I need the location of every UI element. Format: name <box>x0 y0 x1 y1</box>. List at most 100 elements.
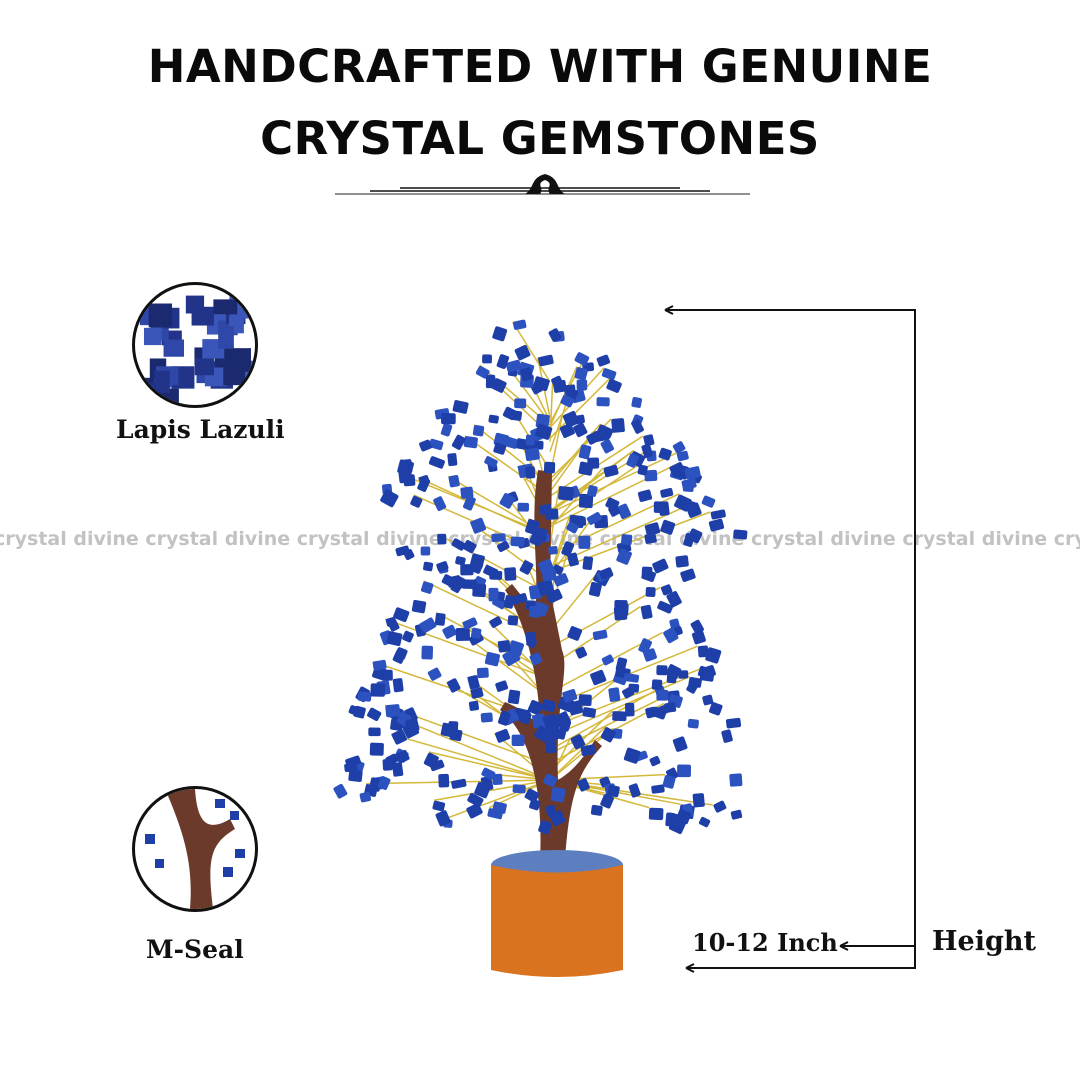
stone-chip <box>370 683 386 697</box>
stone-chip <box>433 496 447 511</box>
stone-chip <box>357 691 372 702</box>
stone-chip <box>586 512 602 525</box>
stone-chip <box>441 574 455 587</box>
stone-chip <box>575 646 588 659</box>
heading-line-2: CRYSTAL GEMSTONES <box>260 112 820 165</box>
stone-chip <box>497 710 511 726</box>
stone-chip <box>665 812 676 827</box>
stone-chip <box>578 493 594 509</box>
stone-chip <box>511 734 525 747</box>
stone-chip <box>601 368 617 380</box>
stone-chip <box>663 627 679 644</box>
stone-chip <box>524 788 540 803</box>
stone-chip <box>559 719 572 732</box>
stone-chip <box>534 725 552 743</box>
stone-chip <box>582 556 594 571</box>
stone-chip <box>451 434 466 450</box>
stone-chip <box>460 486 474 499</box>
stone-chip <box>592 629 608 641</box>
stone-chip <box>559 423 575 438</box>
stone-chip <box>392 762 404 777</box>
stone-chip <box>643 434 655 447</box>
stone-chip <box>644 522 661 536</box>
stone-chip <box>641 569 656 583</box>
stone-chip <box>213 299 238 315</box>
stone-chip <box>588 581 602 597</box>
stone-chip <box>440 722 454 737</box>
stone-chip <box>403 474 416 487</box>
stone-chip <box>618 603 629 616</box>
stone-chip <box>405 718 420 733</box>
stone-chip <box>578 535 591 549</box>
stone-chip <box>480 776 494 791</box>
stone-chip <box>491 533 506 542</box>
stone-chip <box>497 640 511 653</box>
stone-chip <box>525 434 536 446</box>
stone-chip <box>518 710 532 725</box>
stone-chip <box>496 354 510 369</box>
stone-chip <box>499 493 515 509</box>
stone-chip <box>452 400 469 414</box>
stone-chip <box>442 624 457 639</box>
stone-chip <box>644 533 657 544</box>
stone-chip <box>644 469 658 482</box>
stone-chip <box>451 538 466 551</box>
stone-chip <box>676 450 689 462</box>
stone-chip <box>507 615 519 626</box>
stone-chip <box>503 595 515 609</box>
stone-chip <box>436 561 449 572</box>
stone-chip <box>447 678 461 693</box>
stone-chip <box>701 495 716 508</box>
stone-chip <box>637 464 648 476</box>
stone-chip <box>519 560 534 575</box>
stone-chip <box>392 678 404 693</box>
stone-chip <box>359 791 372 803</box>
stone-chip <box>380 489 399 508</box>
stone-chip <box>620 534 633 546</box>
stone-chip <box>395 647 408 660</box>
stone-chip <box>699 671 715 682</box>
stone-chip <box>427 667 442 681</box>
stone-chip <box>643 648 657 662</box>
stone-chip <box>653 501 666 513</box>
stone-chip <box>578 461 594 476</box>
stone-chip <box>419 617 437 634</box>
stone-chip <box>596 354 611 367</box>
stone-chip <box>543 773 558 787</box>
stone-chip <box>675 555 689 568</box>
stone-chip <box>504 567 517 581</box>
stone-chip <box>511 410 523 421</box>
stone-chip <box>447 453 458 467</box>
stone-chip <box>520 367 534 382</box>
stone-chip <box>472 424 485 437</box>
size-value: 10-12 Inch <box>692 928 838 957</box>
stone-chip <box>476 667 489 679</box>
stone-chip <box>710 509 726 520</box>
stone-chip <box>461 579 477 590</box>
stone-chip <box>603 464 619 478</box>
stone-chip <box>514 398 527 409</box>
stone-chip <box>578 444 592 460</box>
stone-chip <box>348 769 363 782</box>
stone-chip <box>652 558 669 574</box>
stone-chip <box>533 601 549 617</box>
stone-chip <box>721 729 733 743</box>
stone-chip <box>467 793 484 807</box>
stone-chip <box>470 517 487 534</box>
stone-chip <box>651 679 663 691</box>
stone-chip <box>451 778 467 789</box>
stone-chip <box>538 354 554 367</box>
stone-chip <box>541 699 556 713</box>
stone-chip <box>529 652 543 666</box>
stone-chip <box>713 800 727 813</box>
stone-chip <box>480 712 493 723</box>
stone-chip <box>525 518 540 535</box>
stone-chip <box>657 600 673 614</box>
stone-chip <box>421 645 434 660</box>
stone-chip <box>631 396 643 408</box>
stone-chip <box>708 518 725 532</box>
stone-chip <box>428 456 445 469</box>
m-seal-thumbnail <box>132 786 258 912</box>
